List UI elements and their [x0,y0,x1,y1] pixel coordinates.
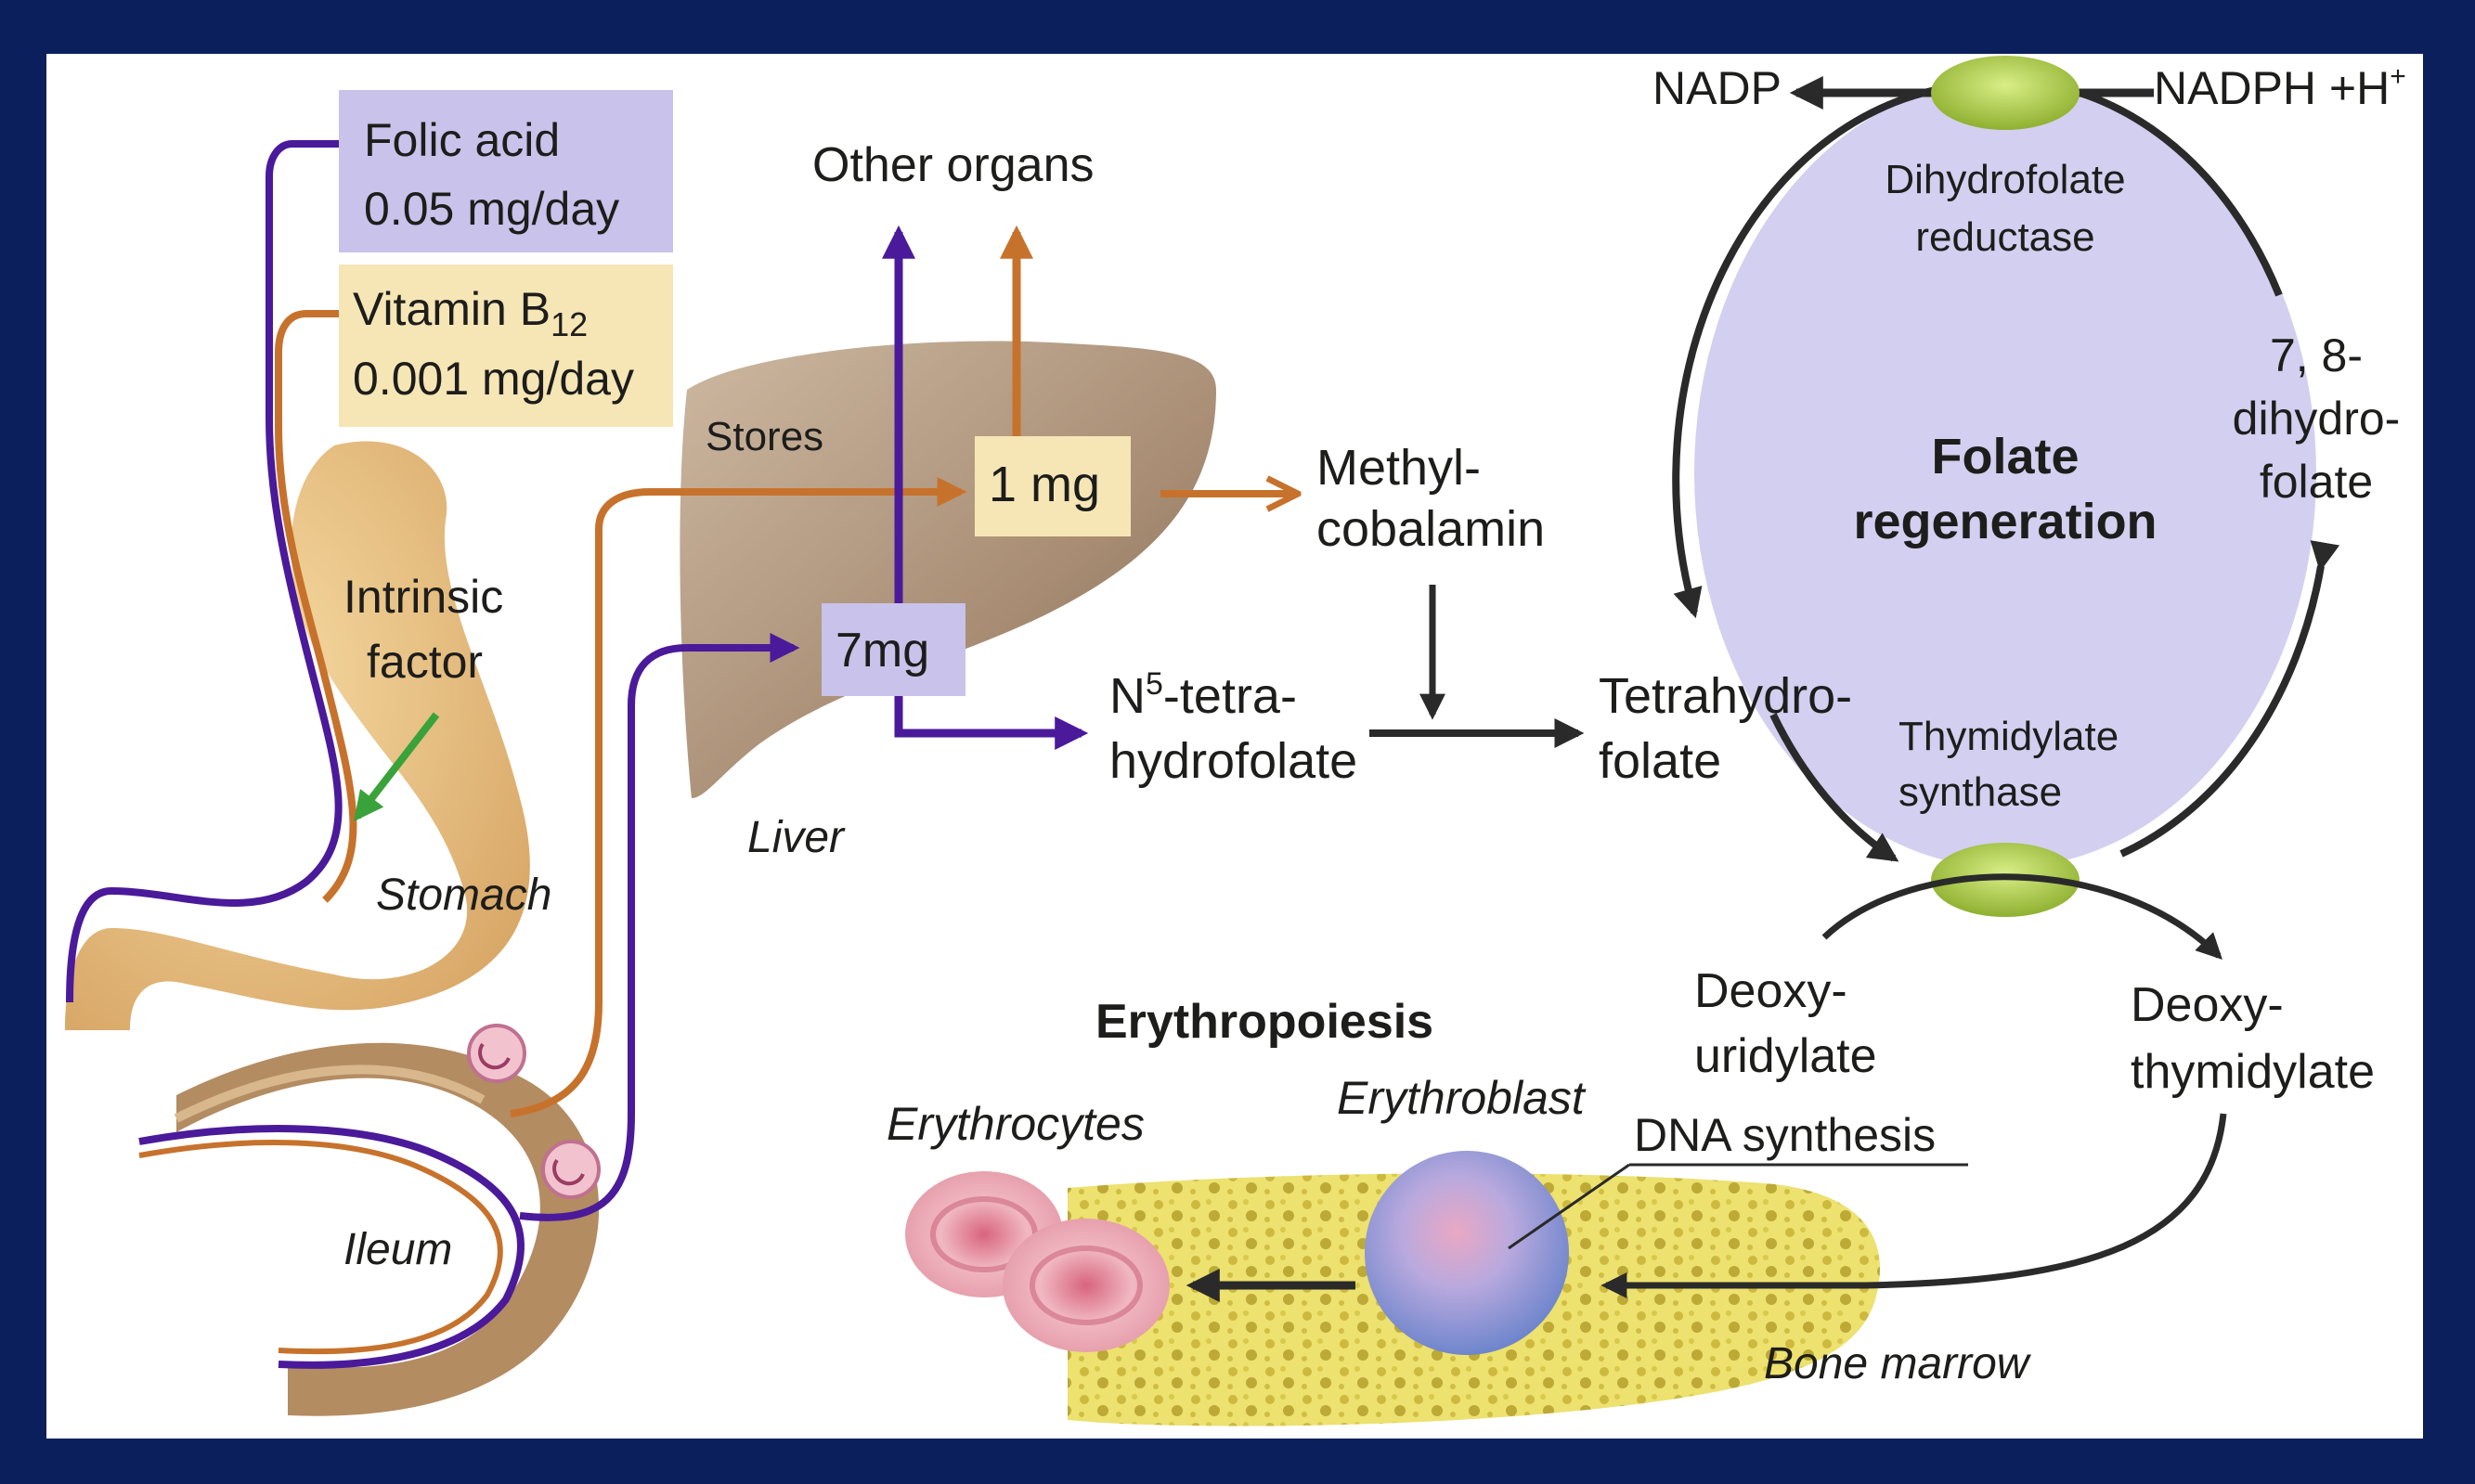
thymidylate-synthase-label-line2: synthase [1898,769,2062,815]
cycle-title-line2: regeneration [1853,494,2157,549]
erythropoiesis-title: Erythropoiesis [1095,995,1433,1049]
erythrocyte-icon-2 [1003,1219,1170,1352]
ileum-label: Ileum [343,1225,452,1274]
other-organs-label: Other organs [812,138,1095,192]
intrinsic-factor-arrow [354,712,440,822]
liver-stores-label: Stores [706,414,823,459]
intrinsic-factor-label-line2: factor [367,636,483,688]
receptor-icon-1 [467,1024,526,1083]
dump-to-dtmp-arrow [1821,873,2222,960]
folic-acid-label: Folic acid [364,114,560,166]
dihydrofolate-label-line2: dihydro- [2233,393,2401,445]
receptor-icon-2 [541,1140,601,1199]
b12-store-amount: 1 mg [989,457,1100,512]
folate-intake-path [66,140,343,1003]
methylcobalamin-label-line2: cobalamin [1316,501,1545,557]
ileum-folate-path [138,1125,525,1369]
thymidylate-synthase-label-line1: Thymidylate [1898,714,2119,759]
folate-store-box [822,603,965,696]
dna-synthesis-leader [1508,1163,1630,1250]
n5-tetrahydrofolate-label-line2: hydrofolate [1109,733,1357,789]
methylcobalamin-label-line1: Methyl- [1316,440,1481,496]
dihydrofolate-label-line3: folate [2260,456,2373,508]
vitamin-b12-dose: 0.001 mg/day [353,353,634,405]
deoxythymidylate-label-line1: Deoxy- [2131,978,2284,1032]
cycle-arc-bottom-right [2119,540,2340,858]
vitamin-b12-label: Vitamin B12 [353,283,588,343]
b12-absorption-path [510,477,967,1117]
deoxyuridylate-label-line1: Deoxy- [1694,964,1847,1018]
cycle-arc-left [1672,82,1969,619]
stomach-label: Stomach [376,871,551,920]
cycle-title-line1: Folate [1931,429,2079,484]
dihydrofolate-label-line1: 7, 8- [2270,329,2363,381]
nadph-label: NADPH +H+ [2154,61,2406,114]
folate-to-n5-arrow [894,687,1089,750]
ileum-highlight [174,1065,486,1123]
folate-absorption-path [519,633,800,1221]
folate-store-amount: 7mg [836,624,929,677]
nadp-label: NADP [1652,62,1782,114]
ileum-shape [176,1042,600,1416]
folate-cycle-fill [1694,79,2316,868]
deoxyuridylate-label-line2: uridylate [1694,1029,1877,1083]
deoxythymidylate-label-line2: thymidylate [2131,1045,2375,1099]
stomach-shape [65,441,530,1030]
n5-tetrahydrofolate-label-line1: N5-tetra- [1109,666,1297,724]
dhfr-label-line2: reductase [1915,214,2094,260]
cycle-arc-bottom-left [1769,713,1899,862]
vitamin-b12-box [339,265,673,427]
dhfr-label-line1: Dihydrofolate [1885,157,2125,202]
tetrahydrofolate-label-line2: folate [1599,733,1721,789]
folic-acid-dose: 0.05 mg/day [364,183,619,235]
b12-intake-path [275,310,357,903]
folic-acid-box [339,90,673,252]
dna-synthesis-label: DNA synthesis [1634,1109,1936,1161]
dtmp-to-marrow-arrow [1600,1113,2227,1298]
intrinsic-factor-label-line1: Intrinsic [343,571,503,623]
erythrocytes-label: Erythrocytes [887,1098,1145,1150]
liver-label: Liver [747,813,846,862]
ileum-b12-path [138,1140,503,1355]
erythroblast-label: Erythroblast [1337,1072,1587,1124]
dhfr-enzyme-icon [1931,56,2080,130]
b12-store-box [975,436,1131,536]
erythroblast-icon [1365,1151,1569,1355]
tetrahydrofolate-label-line1: Tetrahydro- [1599,668,1852,724]
bone-marrow-label: Bone marrow [1764,1339,2032,1388]
